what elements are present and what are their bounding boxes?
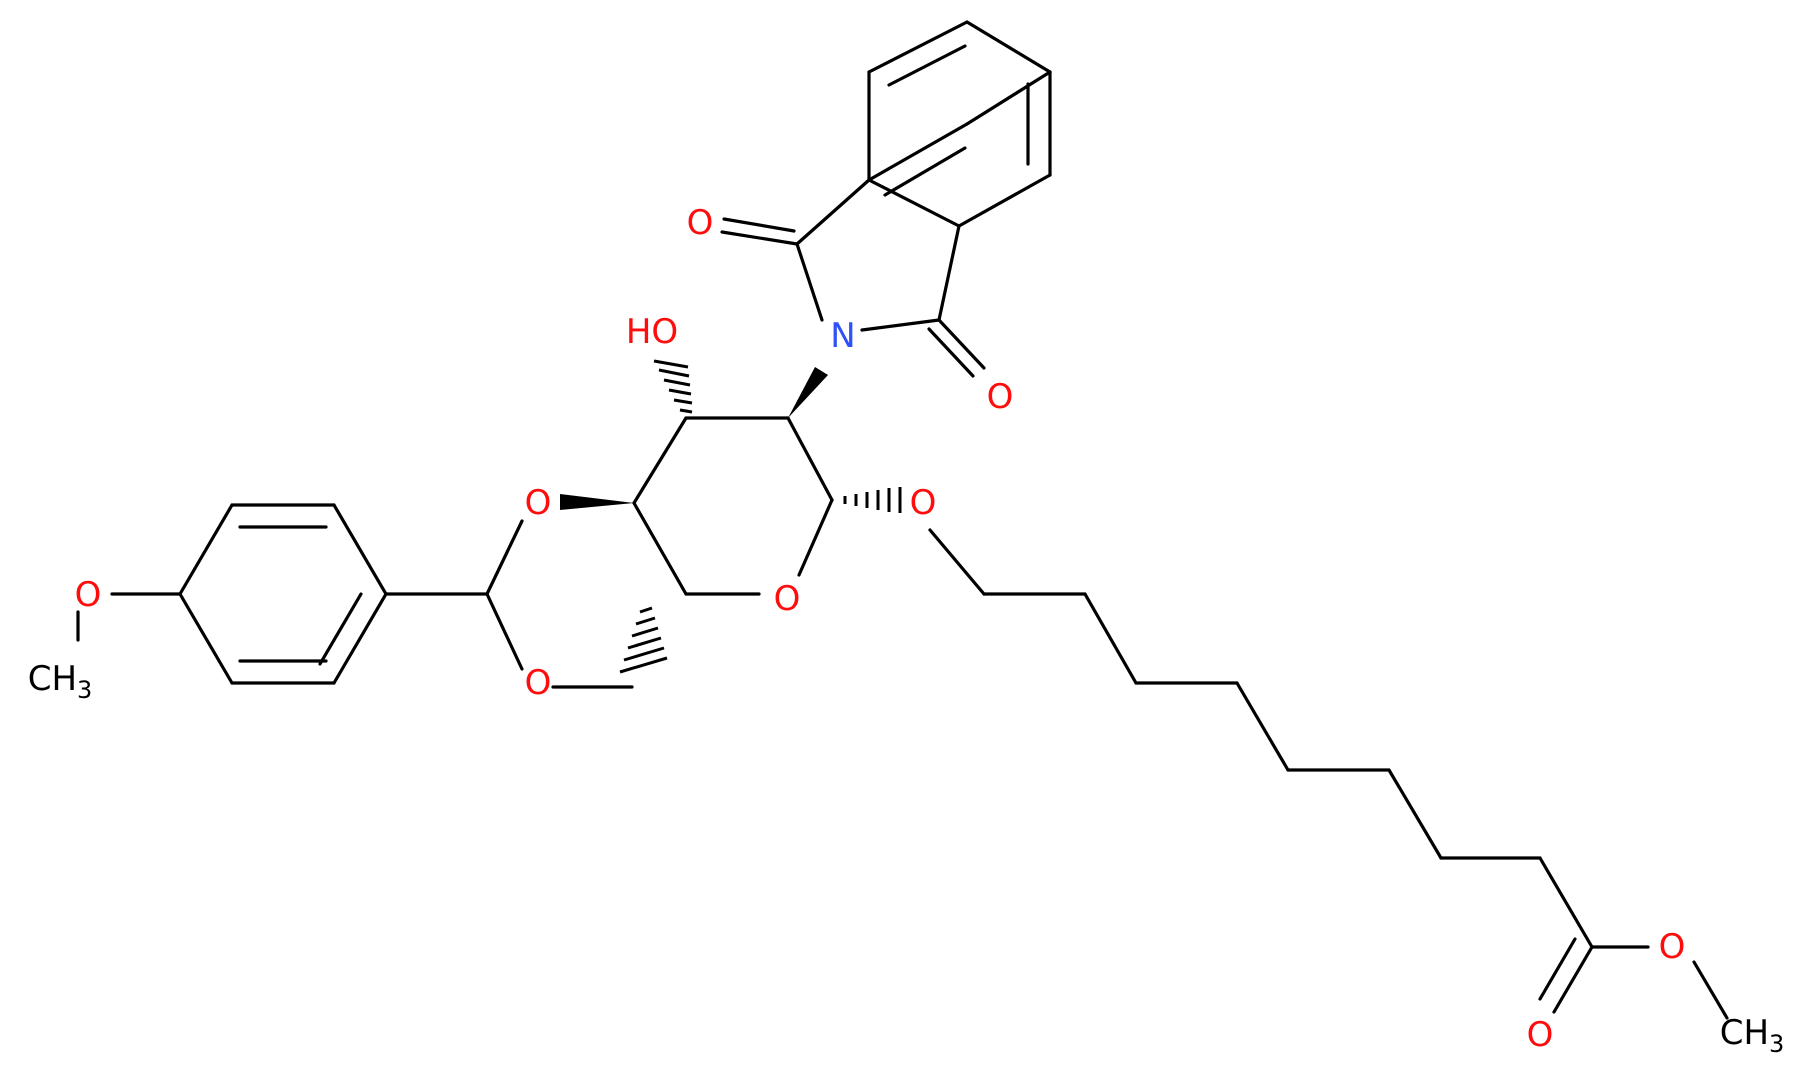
bond — [1387, 768, 1443, 860]
wedge-bond — [788, 367, 828, 418]
hydroxyl-label: HO — [626, 312, 678, 352]
bond — [957, 173, 1052, 228]
bond — [332, 503, 388, 596]
bond — [860, 318, 941, 332]
imide-oxygen-bottom-label: O — [987, 377, 1014, 417]
bond — [1692, 960, 1729, 1020]
stereo-bonds — [560, 359, 902, 674]
ester-carbonyl-oxygen-label: O — [1527, 1015, 1554, 1055]
bond — [867, 178, 961, 228]
bond — [720, 230, 799, 246]
dioxane-oxygen-top-label: O — [525, 483, 552, 523]
bond — [632, 416, 688, 505]
bonds — [76, 20, 1729, 1020]
bond — [965, 70, 1052, 126]
bond — [867, 20, 969, 74]
bond — [178, 592, 234, 685]
bond — [937, 224, 961, 322]
methoxy-oxygen-label: O — [75, 575, 102, 615]
bond — [795, 178, 871, 246]
ester-methyl-label: CH3 — [1720, 1013, 1785, 1058]
atom-labels: O O N HO O O O O O CH3 O O CH3 — [28, 203, 1785, 1058]
bond — [937, 318, 986, 370]
bond — [1235, 681, 1290, 772]
bond — [178, 503, 234, 596]
bond — [485, 592, 524, 671]
bond — [632, 501, 688, 596]
bond — [887, 44, 967, 87]
bond — [927, 327, 975, 378]
bond — [867, 122, 969, 182]
hashed-bond-hydroxyl — [653, 359, 693, 414]
bond — [795, 242, 824, 322]
bond — [722, 217, 796, 233]
bond — [797, 498, 834, 577]
hashed-bond-glycoside — [843, 487, 902, 513]
bond — [1552, 945, 1594, 1014]
ester-oxygen-label: O — [1659, 927, 1686, 967]
bond — [332, 592, 388, 685]
bond — [883, 146, 967, 197]
imide-nitrogen-label: N — [830, 316, 855, 356]
glycoside-oxygen-label: O — [910, 483, 937, 523]
wedge-bond — [560, 494, 634, 510]
bond — [318, 592, 363, 666]
imide-oxygen-top-label: O — [687, 203, 714, 243]
bond — [928, 528, 986, 596]
bond — [1538, 937, 1577, 1001]
dioxane-oxygen-bottom-label: O — [525, 663, 552, 703]
bond — [786, 416, 834, 502]
hashed-bond-ch2 — [619, 606, 668, 674]
bond — [965, 20, 1052, 74]
bond — [1083, 592, 1138, 685]
ring-oxygen-label: O — [774, 579, 801, 619]
bond — [1538, 856, 1594, 949]
bond — [485, 519, 524, 596]
methoxy-methyl-label: CH3 — [28, 659, 93, 704]
